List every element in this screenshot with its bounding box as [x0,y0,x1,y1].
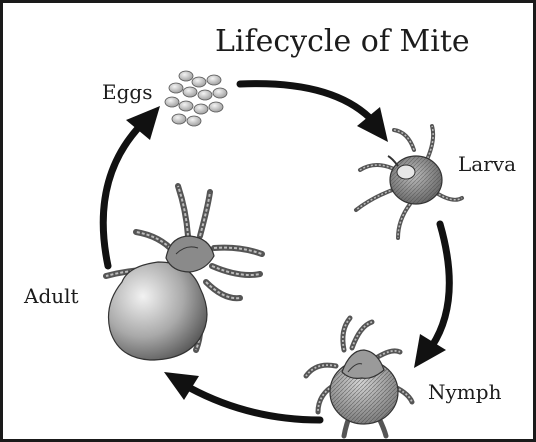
arrow-eggs-to-larva [240,84,388,142]
label-adult: Adult [24,284,79,308]
diagram-title: Lifecycle of Mite [215,24,470,59]
eggs-cluster [165,71,227,126]
arrow-larva-to-nymph [414,224,449,368]
label-eggs: Eggs [102,80,152,104]
adult-mite [106,186,262,360]
label-larva: Larva [458,152,516,176]
arrow-adult-to-eggs [103,106,160,266]
larva-mite [356,126,462,238]
arrow-nymph-to-adult [164,372,320,420]
label-nymph: Nymph [428,380,501,404]
